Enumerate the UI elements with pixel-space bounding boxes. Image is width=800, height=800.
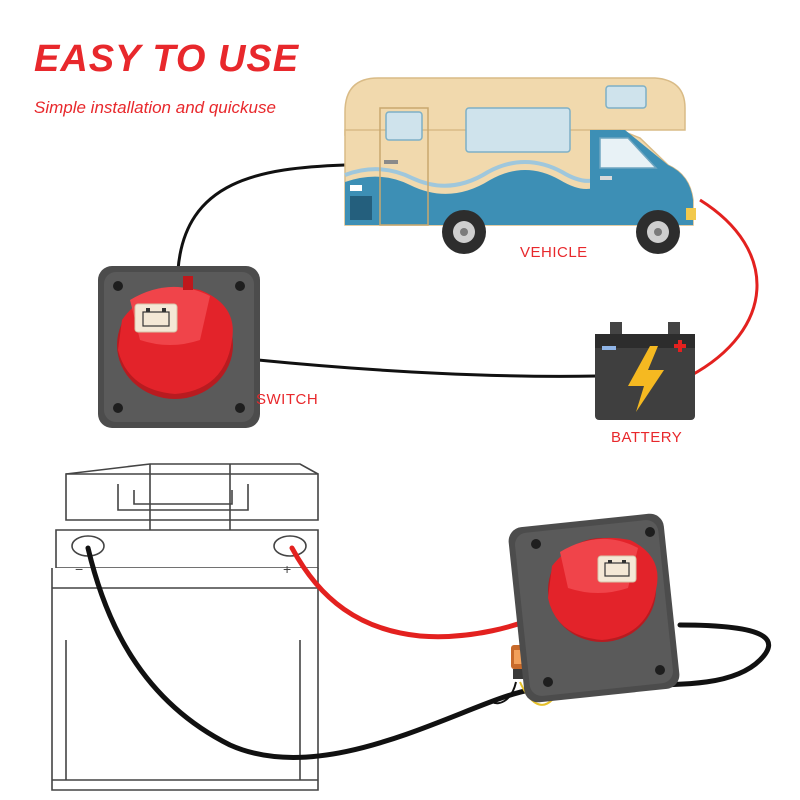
battery-label: BATTERY xyxy=(611,429,683,446)
wire-switch-to-battery xyxy=(257,358,599,378)
battery-switch-bottom xyxy=(508,513,680,703)
headline: EASY TO USE xyxy=(34,38,300,80)
vehicle-label: VEHICLE xyxy=(520,244,588,261)
subheadline: Simple installation and quickuse xyxy=(34,98,276,117)
wire-rv-to-switch xyxy=(176,163,346,271)
wire-positive-bottom xyxy=(289,545,551,640)
battery-minus-sign: − xyxy=(75,561,83,577)
rv-camper xyxy=(344,77,696,254)
switch-label: SWITCH xyxy=(256,391,319,408)
led-wire-black xyxy=(491,681,517,705)
battery-switch-top xyxy=(98,266,260,428)
battery-icon xyxy=(595,322,695,420)
wire-negative-bottom xyxy=(85,545,772,760)
battery-outline-drawing xyxy=(51,463,319,791)
wire-battery-to-rv xyxy=(689,198,759,378)
battery-plus-sign: + xyxy=(283,561,291,577)
